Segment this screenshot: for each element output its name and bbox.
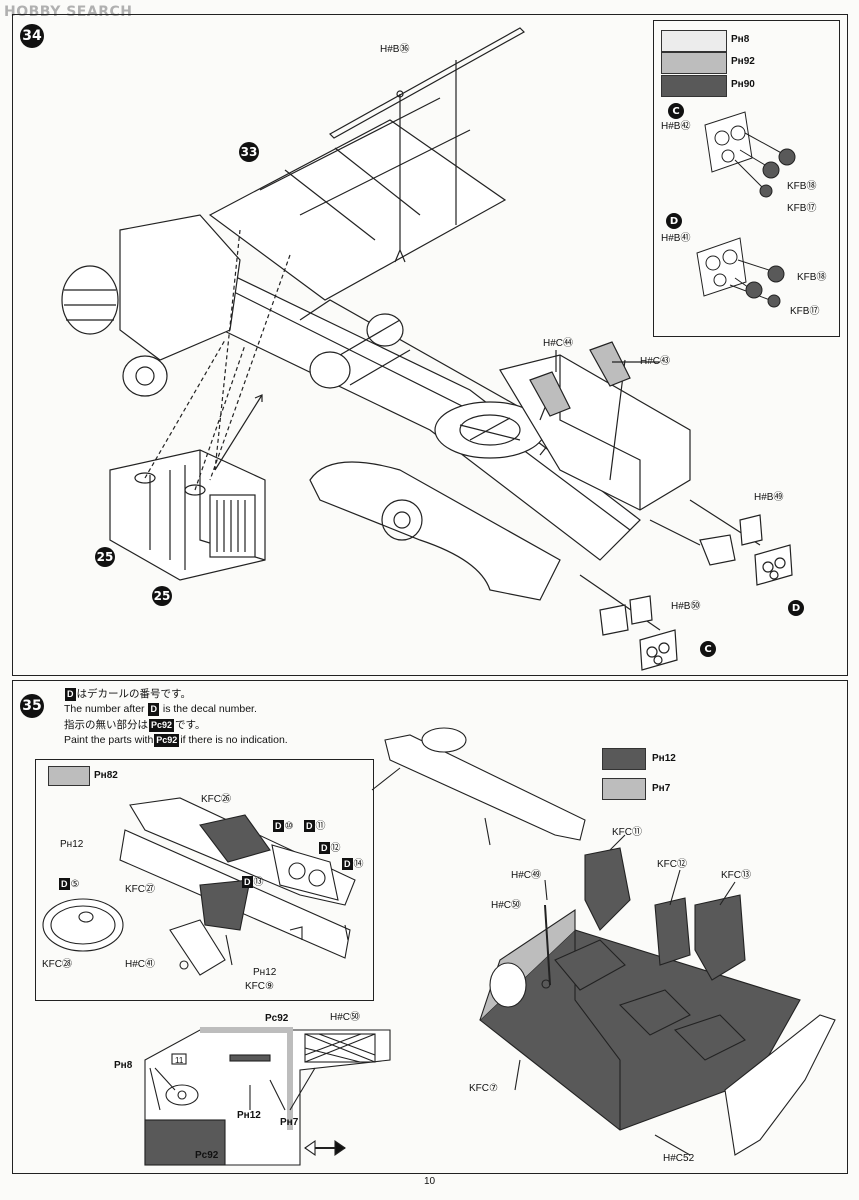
swatch-ph90 [661,75,727,97]
step34-detail-box [653,20,840,337]
dash-d13-tag: D [242,876,253,888]
dash-d14-tag: D [342,858,353,870]
cab-kfc13: KFC⑬ [721,870,751,881]
swatch-ph90-label: Pн90 [731,79,755,90]
callout-33: 33 [239,142,259,162]
floor-hc51: H#C㊿ [330,1012,361,1023]
floor-tag11: 11 [175,1056,184,1065]
cab-swatch-ph7-label: Pн7 [652,783,671,794]
dash-d11-tag: D [304,820,315,832]
dash-subpanel [35,759,374,1001]
swatch-ph8 [661,30,727,52]
cab-swatch-ph12-label: Pн12 [652,753,676,764]
floor-ph12: Pн12 [237,1110,261,1121]
dash-swatch-label: Pн82 [94,770,118,781]
cab-hc52: H#C52 [663,1153,695,1164]
note-en1a: The number after [64,703,145,715]
label-hb36: H#B㊱ [380,44,410,55]
detail-c-marker: C [668,103,684,119]
callout-25b: 25 [152,586,172,606]
dash-ph12a: Pн12 [60,839,84,850]
step34-panel [12,14,848,676]
note-en1-d: D [148,703,159,716]
detail-d-kfb17: KFB⑰ [790,306,820,317]
floor-pc92a: Pc92 [265,1013,289,1024]
note-en1: The number after D is the decal number. [64,703,257,716]
dash-d14-num: ⑭ [353,859,364,870]
note-jp1-text: はデカールの番号です。 [76,688,191,700]
cab-hc59: H#C㊾ [511,870,542,881]
dash-swatch-ph82 [48,766,90,786]
dash-d12-num: ⑫ [330,843,341,854]
cab-kfc11: KFC⑪ [612,827,642,838]
detail-d-kfb18: KFB⑱ [797,272,827,283]
dash-d5-tag: D [59,878,70,890]
watermark: HOBBY SEARCH [4,4,133,20]
note-d-tag: D [65,688,76,701]
dash-d10-num: ⑩ [284,821,294,832]
swatch-ph92-label: Pн92 [731,56,755,67]
label-hc44: H#C㊹ [543,338,574,349]
step35-panel [12,680,848,1174]
dash-kfc9: KFC⑨ [245,981,274,992]
detail-c-part: H#B㊷ [661,121,691,132]
dash-d10-tag: D [273,820,284,832]
floor-pc92b: Pc92 [195,1150,219,1161]
note-jp2-pc: Pc92 [149,719,175,732]
note-en2a: Paint the parts with [64,734,154,746]
dash-ph12b: Pн12 [253,967,277,978]
floor-ph7: Pн7 [280,1117,299,1128]
note-en2-pc: Pc92 [154,734,180,747]
cab-swatch-ph12 [602,748,646,770]
dash-d5-num: ⑤ [70,879,80,890]
step34-number: 34 [20,24,44,48]
cab-swatch-ph7 [602,778,646,800]
cab-kfc12: KFC⑫ [657,859,687,870]
page-number: 10 [423,1176,436,1187]
note-jp2b: です。 [175,719,206,731]
detail-d-part: H#B㊶ [661,233,691,244]
callout-25a: 25 [95,547,115,567]
label-hb50: H#B㊿ [671,601,701,612]
dash-kfc27: KFC㉗ [125,884,155,895]
detail-c-kfb18: KFB⑱ [787,181,817,192]
note-en2b: if there is no indication. [180,734,288,746]
marker-d-step34: D [788,600,804,616]
label-hb49: H#B㊾ [754,492,784,503]
swatch-ph8-label: Pн8 [731,34,750,45]
floor-ph8: Pн8 [114,1060,133,1071]
step35-number: 35 [20,694,44,718]
cab-hc51: H#C㊿ [491,900,522,911]
swatch-ph92 [661,52,727,74]
dash-kfc28: KFC㉘ [42,959,72,970]
note-jp2a: 指示の無い部分は [64,719,148,731]
dash-hc41: H#C㊶ [125,959,156,970]
detail-d-marker: D [666,213,682,229]
label-hc43: H#C㊸ [640,356,671,367]
dash-d13-num: ⑬ [253,877,264,888]
cab-kfc7: KFC⑦ [469,1083,498,1094]
detail-c-kfb17: KFB⑰ [787,203,817,214]
note-en1b: is the decal number. [162,703,257,715]
dash-d12-tag: D [319,842,330,854]
marker-c-step34: C [700,641,716,657]
dash-d11-num: ⑪ [315,821,326,832]
dash-kfc26: KFC㉖ [201,794,231,805]
